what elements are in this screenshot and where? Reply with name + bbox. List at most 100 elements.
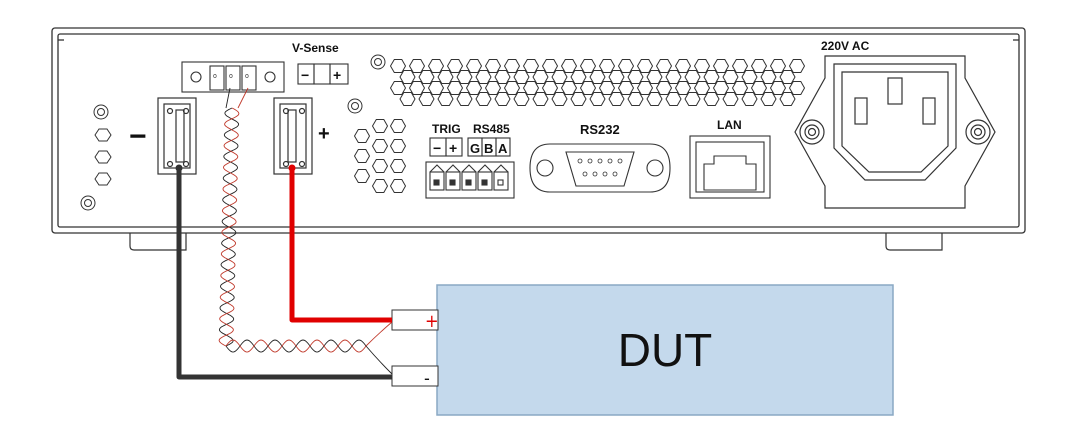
vent-hex xyxy=(741,70,758,84)
vent-hex xyxy=(389,119,407,133)
vent-hex xyxy=(494,70,511,84)
vent-hex xyxy=(560,81,578,95)
dut-minus-terminal: - xyxy=(424,368,430,389)
vent-hex xyxy=(617,59,635,73)
output-minus-terminal xyxy=(157,97,197,175)
vsense-label: V-Sense xyxy=(292,41,339,55)
dut-box xyxy=(436,284,894,416)
vent-hex xyxy=(636,81,654,95)
panel-feet xyxy=(129,232,943,251)
vent-hex xyxy=(788,81,806,95)
vent-hex xyxy=(579,59,597,73)
vent-hex xyxy=(427,59,445,73)
output-minus-label: − xyxy=(129,120,147,153)
rs485-pin-b: B xyxy=(484,141,493,156)
left-vent-holes xyxy=(80,104,112,211)
power-label: 220V AC xyxy=(821,39,870,53)
rs485-pin-a: A xyxy=(498,141,508,156)
vent-hex xyxy=(779,70,796,84)
vent-hex xyxy=(371,179,389,193)
vsense-minus-label: − xyxy=(301,67,309,83)
vent-hex xyxy=(446,81,464,95)
negative-wire-endpoint xyxy=(175,164,183,172)
dut-terminals xyxy=(391,309,439,387)
vent-hex xyxy=(475,92,492,106)
svg-text:o: o xyxy=(245,72,249,80)
vsense-terminals xyxy=(297,63,349,85)
vent-hex xyxy=(503,59,521,73)
output-plus-terminal xyxy=(273,97,313,175)
sense-wire-red xyxy=(237,87,249,109)
vent-hex xyxy=(465,59,483,73)
vent-hex xyxy=(665,92,682,106)
trig-minus-label: − xyxy=(433,140,441,156)
vent-hex xyxy=(646,70,663,84)
vsense-plus-label: + xyxy=(333,67,341,83)
vent-hex xyxy=(769,59,787,73)
vent-hex xyxy=(570,70,587,84)
dut-plus-terminal: + xyxy=(425,311,439,332)
rs232-pin xyxy=(597,158,603,164)
vent-hex xyxy=(712,81,730,95)
svg-text:o: o xyxy=(229,72,233,80)
vent-hex xyxy=(665,70,682,84)
sense-wire-black xyxy=(365,345,393,375)
vent-hex xyxy=(722,92,739,106)
vent-hex xyxy=(589,92,606,106)
vent-hex xyxy=(353,149,371,163)
vent-hex xyxy=(465,81,483,95)
vent-hex xyxy=(399,70,416,84)
vent-hex xyxy=(513,70,530,84)
vent-hex xyxy=(484,81,502,95)
rs232-pin xyxy=(582,171,588,177)
vent-hex xyxy=(353,169,371,183)
vent-hex xyxy=(750,59,768,73)
vent-hex xyxy=(703,92,720,106)
vent-hex xyxy=(693,59,711,73)
vent-hex xyxy=(598,59,616,73)
vent-hex xyxy=(627,92,644,106)
vent-hex xyxy=(731,59,749,73)
panel-screws xyxy=(347,54,386,114)
vent-hex xyxy=(532,92,549,106)
vent-hex xyxy=(522,81,540,95)
vent-hex xyxy=(389,159,407,173)
sense-wire-red xyxy=(218,107,240,347)
sense-connector: o o o xyxy=(181,61,285,93)
vent-hex xyxy=(674,81,692,95)
vent-hex xyxy=(408,81,426,95)
rs485-label: RS485 xyxy=(473,122,510,136)
output-plus-label: + xyxy=(318,123,330,145)
vent-hex xyxy=(551,70,568,84)
positive-wire xyxy=(289,168,392,323)
vent-hex xyxy=(418,70,435,84)
vent-hex xyxy=(389,59,407,73)
rs232-pin xyxy=(587,158,593,164)
vent-hex xyxy=(389,179,407,193)
rs485-pin-g: G xyxy=(470,141,480,156)
vent-hex xyxy=(446,59,464,73)
vent-hex xyxy=(598,81,616,95)
vent-hex xyxy=(760,70,777,84)
vent-hex xyxy=(655,59,673,73)
lan-port xyxy=(689,135,771,199)
vent-hex xyxy=(408,59,426,73)
rs232-label: RS232 xyxy=(580,122,620,137)
lan-label: LAN xyxy=(717,118,742,132)
vent-hex xyxy=(353,129,371,143)
vent-hex xyxy=(627,70,644,84)
ac-power-inlet xyxy=(794,55,996,209)
vent-hex xyxy=(693,81,711,95)
vent-hex xyxy=(779,92,796,106)
vent-hex xyxy=(788,59,806,73)
vent-hex xyxy=(551,92,568,106)
vent-hex xyxy=(437,92,454,106)
rs232-pins xyxy=(577,158,623,177)
sense-twisted-pair xyxy=(218,87,393,375)
vent-hex xyxy=(636,59,654,73)
positive-wire-endpoint xyxy=(288,164,296,172)
vent-hex xyxy=(684,70,701,84)
vent-hex xyxy=(418,92,435,106)
